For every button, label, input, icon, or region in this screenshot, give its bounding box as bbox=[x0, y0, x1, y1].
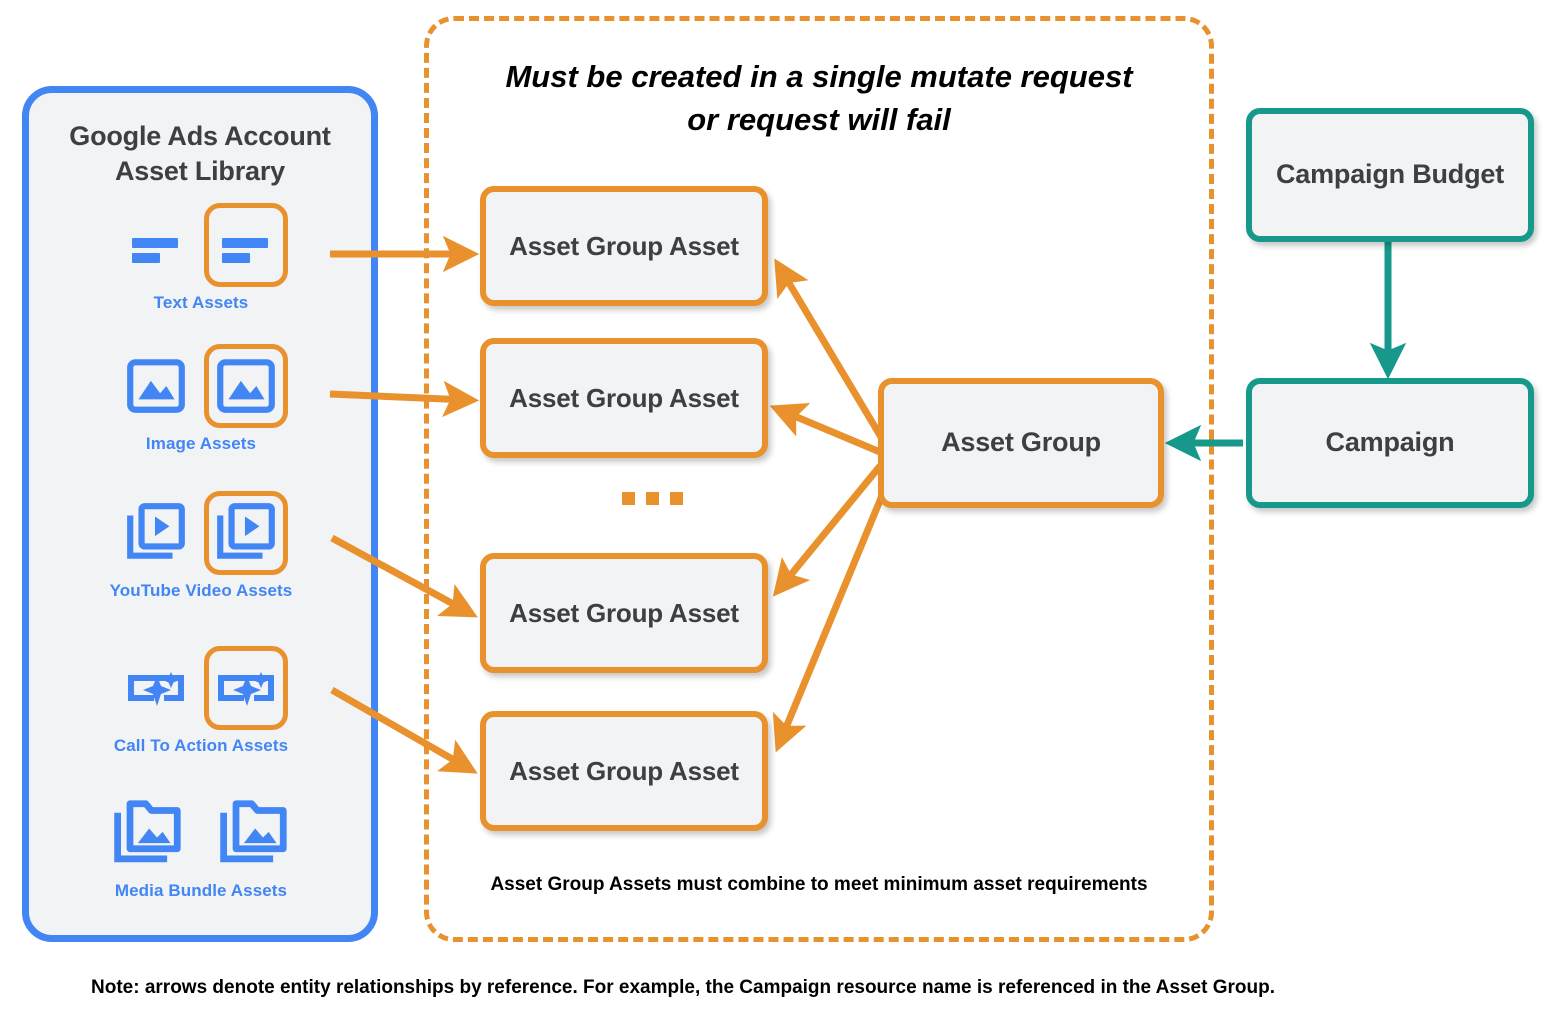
google-ads-asset-library-panel: Google Ads Account Asset Library bbox=[22, 86, 378, 942]
asset-caption-text: Text Assets bbox=[153, 293, 249, 312]
media-bundle-folder-icon-2 bbox=[212, 791, 296, 875]
asset-icons-video bbox=[29, 485, 373, 581]
asset-group-asset-node-3[interactable]: Asset Group Asset bbox=[480, 553, 768, 673]
diagram-footer-note: Note: arrows denote entity relationships… bbox=[91, 977, 1275, 998]
asset-caption-media-bundle: Media Bundle Assets bbox=[114, 881, 288, 900]
image-icon-selected[interactable] bbox=[204, 344, 288, 428]
asset-icons-cta bbox=[29, 640, 373, 736]
text-lines-icon bbox=[114, 203, 198, 287]
asset-group-asset-label-3: Asset Group Asset bbox=[509, 597, 739, 628]
ellipsis-dot-3 bbox=[670, 492, 683, 505]
campaign-label: Campaign bbox=[1325, 427, 1455, 458]
asset-icons-text bbox=[29, 197, 373, 293]
asset-row-media-bundle: Media Bundle Assets bbox=[29, 785, 373, 913]
video-stack-icon-selected[interactable] bbox=[204, 491, 288, 575]
ellipsis-dot-2 bbox=[646, 492, 659, 505]
campaign-budget-label: Campaign Budget bbox=[1275, 159, 1504, 190]
asset-icons-image bbox=[29, 338, 373, 434]
ellipsis-dot-1 bbox=[622, 492, 635, 505]
media-bundle-folder-icon bbox=[106, 791, 190, 875]
asset-row-video: YouTube Video Assets bbox=[29, 485, 373, 613]
asset-group-label: Asset Group bbox=[941, 427, 1101, 458]
asset-group-node[interactable]: Asset Group bbox=[878, 378, 1164, 508]
mutate-request-title: Must be created in a single mutate reque… bbox=[436, 56, 1202, 142]
call-to-action-sparkle-icon-selected[interactable] bbox=[204, 646, 288, 730]
call-to-action-sparkle-icon bbox=[114, 646, 198, 730]
mutate-title-line-1: Must be created in a single mutate reque… bbox=[505, 59, 1133, 94]
campaign-node[interactable]: Campaign bbox=[1246, 378, 1534, 508]
asset-row-image: Image Assets bbox=[29, 338, 373, 466]
mutate-title-line-2: or request will fail bbox=[687, 101, 951, 137]
asset-group-asset-label-1: Asset Group Asset bbox=[509, 230, 739, 261]
video-stack-icon bbox=[114, 491, 198, 575]
library-title-line-1: Google Ads Account bbox=[69, 121, 331, 151]
asset-caption-cta: Call To Action Assets bbox=[113, 736, 289, 755]
campaign-budget-node[interactable]: Campaign Budget bbox=[1246, 108, 1534, 242]
library-panel-title: Google Ads Account Asset Library bbox=[29, 119, 371, 188]
text-lines-icon-selected[interactable] bbox=[204, 203, 288, 287]
asset-caption-image: Image Assets bbox=[145, 434, 257, 453]
mutate-request-container bbox=[424, 16, 1214, 942]
asset-group-asset-label-4: Asset Group Asset bbox=[509, 755, 739, 786]
asset-row-text: Text Assets bbox=[29, 197, 373, 325]
asset-group-asset-label-2: Asset Group Asset bbox=[509, 382, 739, 413]
asset-group-asset-node-2[interactable]: Asset Group Asset bbox=[480, 338, 768, 458]
asset-group-asset-node-1[interactable]: Asset Group Asset bbox=[480, 186, 768, 306]
mutate-request-footnote: Asset Group Assets must combine to meet … bbox=[490, 874, 1148, 895]
library-title-line-2: Asset Library bbox=[115, 155, 285, 186]
asset-row-cta: Call To Action Assets bbox=[29, 640, 373, 768]
asset-caption-video: YouTube Video Assets bbox=[109, 581, 293, 600]
asset-icons-media-bundle bbox=[29, 785, 373, 881]
asset-group-asset-node-4[interactable]: Asset Group Asset bbox=[480, 711, 768, 831]
asset-group-asset-ellipsis bbox=[622, 492, 683, 505]
image-icon bbox=[114, 344, 198, 428]
